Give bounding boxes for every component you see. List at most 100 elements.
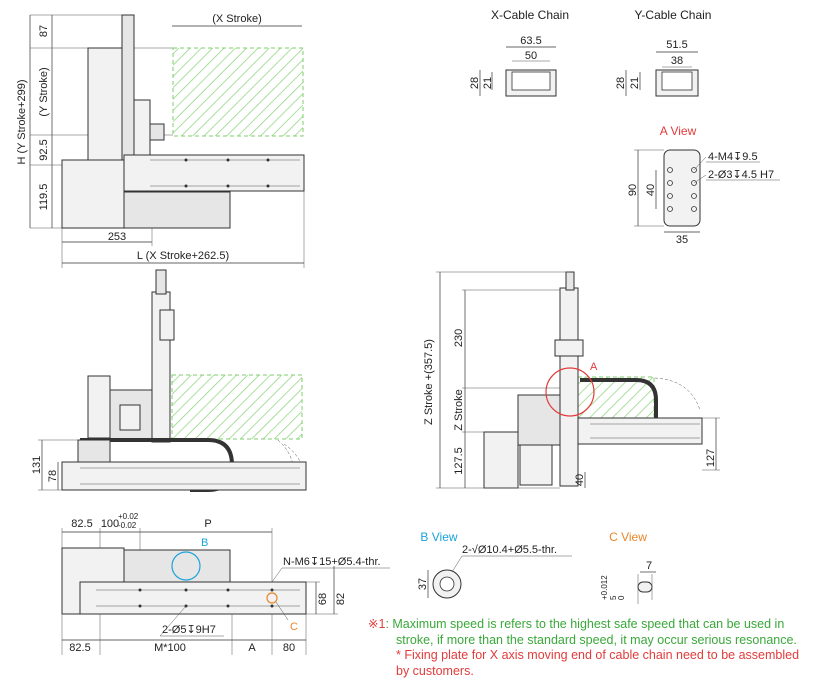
y-motor	[87, 375, 111, 439]
bottom-x-base	[79, 581, 307, 615]
bottom-dim-82-5-bot: 82.5	[69, 642, 90, 654]
c-view-dim-0: 0	[617, 595, 626, 600]
x-chain-w-outer: 63.5	[520, 35, 541, 47]
y-chain-w-inner: 38	[671, 55, 683, 67]
a-view-dim-35: 35	[676, 234, 688, 246]
a-view-callout-pin: 2-Ø3↧4.5 H7	[708, 169, 774, 181]
y-stroke-zone	[171, 374, 303, 440]
bottom-dim-82: 82	[335, 593, 347, 605]
b-view: B View 2-√Ø10.4+Ø5.5-thr. 37	[417, 530, 572, 599]
side-dim-40: 40	[574, 474, 586, 486]
motor-block	[61, 159, 125, 229]
front-dim-131: 131	[31, 456, 43, 474]
bottom-dim-68: 68	[317, 593, 329, 605]
c-view-title: C View	[609, 530, 647, 544]
y-cable-chain	[133, 99, 151, 161]
y-axis-body	[87, 47, 125, 167]
dim-h-total: H (Y Stroke+299)	[16, 79, 28, 164]
y-cable-chain-section: Y-Cable Chain 51.5 38 28 21	[615, 8, 712, 97]
z-bracket	[159, 309, 175, 341]
base-plate	[123, 191, 231, 229]
a-view-title: A View	[660, 124, 697, 138]
side-dim-z-stroke: Z Stroke	[453, 389, 465, 431]
bottom-dim-82-5-top: 82.5	[71, 518, 92, 530]
x-chain-w-inner: 50	[525, 50, 537, 62]
bottom-tol-plus: +0.02	[118, 512, 139, 521]
a-view-marker	[545, 367, 595, 417]
c-view-tol: +0.012	[600, 575, 609, 600]
side-motor	[483, 431, 519, 489]
dim-253: 253	[108, 231, 126, 243]
x-cable-chain-section: X-Cable Chain 63.5 50 28 21	[469, 8, 569, 97]
a-view-callout-m4: 4-M4↧9.5	[708, 151, 758, 163]
side-z-motor	[565, 271, 575, 291]
dim-l-total: L (X Stroke+262.5)	[137, 250, 229, 262]
side-label-a: A	[590, 361, 598, 373]
c-view: C View 7 +0.012 5 0	[600, 530, 656, 604]
top-view: 87 (Y Stroke) H (Y Stroke+299) 92.5 119.…	[16, 13, 305, 268]
side-x-rail	[577, 417, 703, 445]
x-chain-h-inner: 21	[482, 77, 494, 89]
x-cable-chain-title: X-Cable Chain	[491, 8, 569, 22]
b-view-title: B View	[420, 530, 457, 544]
front-dim-78: 78	[47, 470, 59, 482]
c-view-slot	[637, 581, 653, 593]
x-stroke-zone	[172, 47, 304, 137]
footnote-3: by customers.	[396, 663, 474, 678]
c-view-dim-7: 7	[646, 560, 652, 572]
bottom-tol-minus: -0.02	[118, 521, 137, 530]
bottom-callout-pin: 2-Ø5↧9H7	[162, 624, 216, 636]
z-motor	[155, 269, 167, 295]
side-dim-z-total: Z Stroke +(357.5)	[423, 339, 435, 425]
bottom-dim-m100: M*100	[154, 642, 186, 654]
y-chain-h-outer: 28	[615, 77, 627, 89]
footnote-1: ※1: Maximum speed is refers to the highe…	[368, 617, 818, 633]
dim-119-5: 119.5	[38, 184, 50, 211]
bottom-dim-80: 80	[283, 642, 295, 654]
footnote-1-line-b: stroke, if more than the standard speed,…	[396, 632, 797, 647]
dim-y-stroke: (Y Stroke)	[38, 67, 50, 116]
bottom-label-c: C	[290, 621, 298, 633]
x-motor-block	[77, 439, 111, 463]
footnotes: ※1: Maximum speed is refers to the highe…	[368, 617, 818, 679]
b-view-callout: 2-√Ø10.4+Ø5.5-thr.	[462, 544, 557, 556]
footnote-2: * Fixing plate for X axis moving end of …	[396, 648, 800, 662]
b-view-marker	[171, 551, 201, 581]
side-dim-230: 230	[453, 329, 465, 347]
a-view-dim-90: 90	[627, 184, 639, 196]
c-view-dim-5: 5	[609, 595, 618, 600]
bottom-dim-a: A	[248, 642, 256, 654]
c-view-marker	[266, 592, 278, 604]
dim-87: 87	[38, 25, 50, 37]
side-dim-127: 127	[705, 449, 717, 467]
x-axis-base	[61, 461, 307, 491]
footnote-1-line-a: : Maximum speed is refers to the highest…	[385, 617, 785, 631]
y-cable-chain-title: Y-Cable Chain	[635, 8, 712, 22]
dim-x-stroke: (X Stroke)	[212, 13, 262, 25]
y-chain-w-outer: 51.5	[666, 39, 687, 51]
y-carriage	[119, 404, 141, 431]
dim-92-5: 92.5	[38, 139, 50, 160]
side-dim-127-5: 127.5	[453, 447, 465, 475]
bottom-callout-thread: N-M6↧15+Ø5.4-thr.	[283, 556, 381, 568]
y-axis-rail	[121, 14, 135, 166]
x-chain-inner	[511, 71, 551, 91]
a-view: A View 4-M4↧9.5 2-Ø3↧4.5 H7 90 40 35	[627, 124, 780, 246]
front-view: 131 78	[31, 269, 307, 492]
side-z-clamp	[554, 339, 584, 357]
footnote-mark: ※1	[368, 617, 386, 631]
bottom-view: 82.5 100 +0.02 -0.02 P B C N-M6↧15+Ø5.4-…	[61, 512, 390, 655]
side-cable-chain	[580, 378, 658, 420]
b-view-dim-37: 37	[417, 578, 429, 590]
side-base	[519, 444, 553, 486]
x-chain-h-outer: 28	[469, 77, 481, 89]
x-axis-rail	[123, 154, 305, 192]
side-y-block	[517, 394, 561, 446]
bottom-label-b: B	[201, 537, 208, 549]
a-view-dim-40: 40	[645, 184, 657, 196]
a-view-plate	[663, 149, 701, 227]
y-chain-h-inner: 21	[629, 77, 641, 89]
side-z-column	[559, 287, 579, 487]
y-chain-inner	[661, 71, 693, 91]
